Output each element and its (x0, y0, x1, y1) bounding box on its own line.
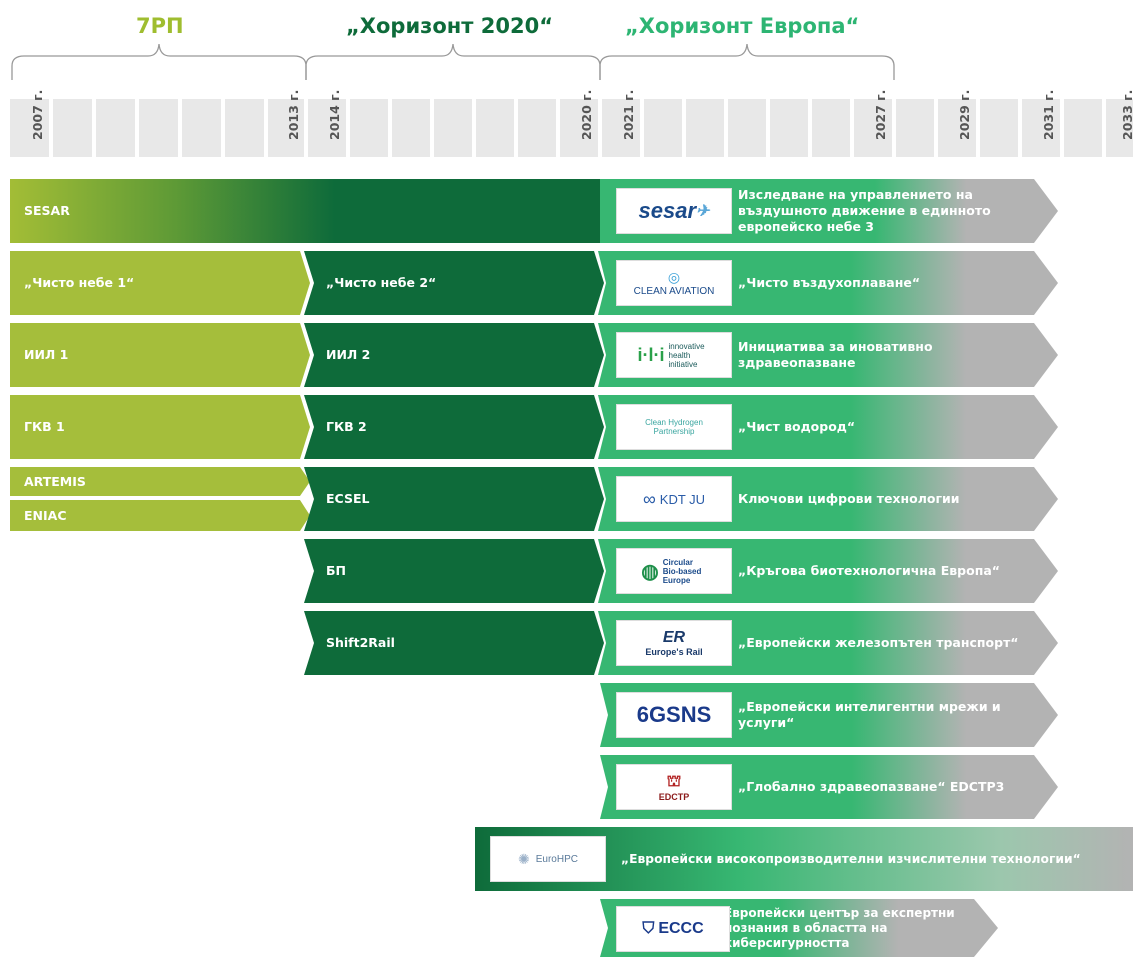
year-cell (980, 99, 1018, 157)
bar-clean-sky-2: „Чисто небе 2“ (304, 251, 604, 315)
year-cell (686, 99, 724, 157)
logo-clean-hydrogen: Clean Hydrogen Partnership (616, 404, 732, 450)
logo-sns: 6GSNS (616, 692, 732, 738)
year-cell (476, 99, 514, 157)
year-cell: 2029 г. (938, 90, 976, 157)
logo-eccc: ⛉ECCC (616, 906, 730, 952)
year-cell (1064, 99, 1102, 157)
bar-kdt: Ключови цифрови технологии (598, 467, 1058, 531)
year-cell (434, 99, 472, 157)
brace-h2020 (305, 43, 601, 80)
year-cell (182, 99, 221, 157)
year-cell: 2020 г. (560, 90, 598, 157)
bar-imi-1: ИИЛ 1 (10, 323, 310, 387)
brace-horizon-europe (599, 43, 895, 80)
year-cell (350, 99, 388, 157)
bar-bbi: БП (304, 539, 604, 603)
year-cell: 2021 г. (602, 90, 640, 157)
logo-edctp: ⛫EDCTP (616, 764, 732, 810)
period-h2020: „Хоризонт 2020“ (346, 14, 554, 38)
year-cell: 2031 г. (1022, 90, 1060, 157)
bar-ecsel: ECSEL (304, 467, 604, 531)
year-cell: 2007 г. (10, 90, 49, 157)
year-cell: 2027 г. (854, 90, 892, 157)
bar-fch-1: ГКВ 1 (10, 395, 310, 459)
year-cell: 2033 г. (1106, 90, 1133, 157)
year-cell (770, 99, 808, 157)
logo-sesar: sesar✈ (616, 188, 732, 234)
bar-imi-2: ИИЛ 2 (304, 323, 604, 387)
year-cell (53, 99, 92, 157)
logo-cbe: ◍Circular Bio-based Europe (616, 548, 732, 594)
bar-eniac: ENIAC (10, 500, 310, 531)
logo-kdt: ∞KDT JU (616, 476, 732, 522)
year-cell (392, 99, 430, 157)
period-fp7: 7РП (136, 14, 184, 38)
bar-clean-sky-1: „Чисто небе 1“ (10, 251, 310, 315)
bar-fch-2: ГКВ 2 (304, 395, 604, 459)
year-cell (896, 99, 934, 157)
brace-fp7 (11, 43, 307, 80)
bar-shift2rail: Shift2Rail (304, 611, 604, 675)
logo-clean-aviation: ◎CLEAN AVIATION (616, 260, 732, 306)
year-cell (96, 99, 135, 157)
year-cell (644, 99, 682, 157)
year-cell (139, 99, 178, 157)
period-horizon-europe: „Хоризонт Европа“ (625, 14, 860, 38)
logo-eurohpc: ✺EuroHPC (490, 836, 606, 882)
year-cell (518, 99, 556, 157)
bar-artemis: ARTEMIS (10, 467, 310, 496)
year-cell: 2014 г. (308, 90, 346, 157)
year-cell: 2013 г. (268, 90, 304, 157)
bar-sesar-history: SESAR (10, 179, 600, 243)
year-cell (728, 99, 766, 157)
year-cell (812, 99, 850, 157)
year-cell (225, 99, 264, 157)
